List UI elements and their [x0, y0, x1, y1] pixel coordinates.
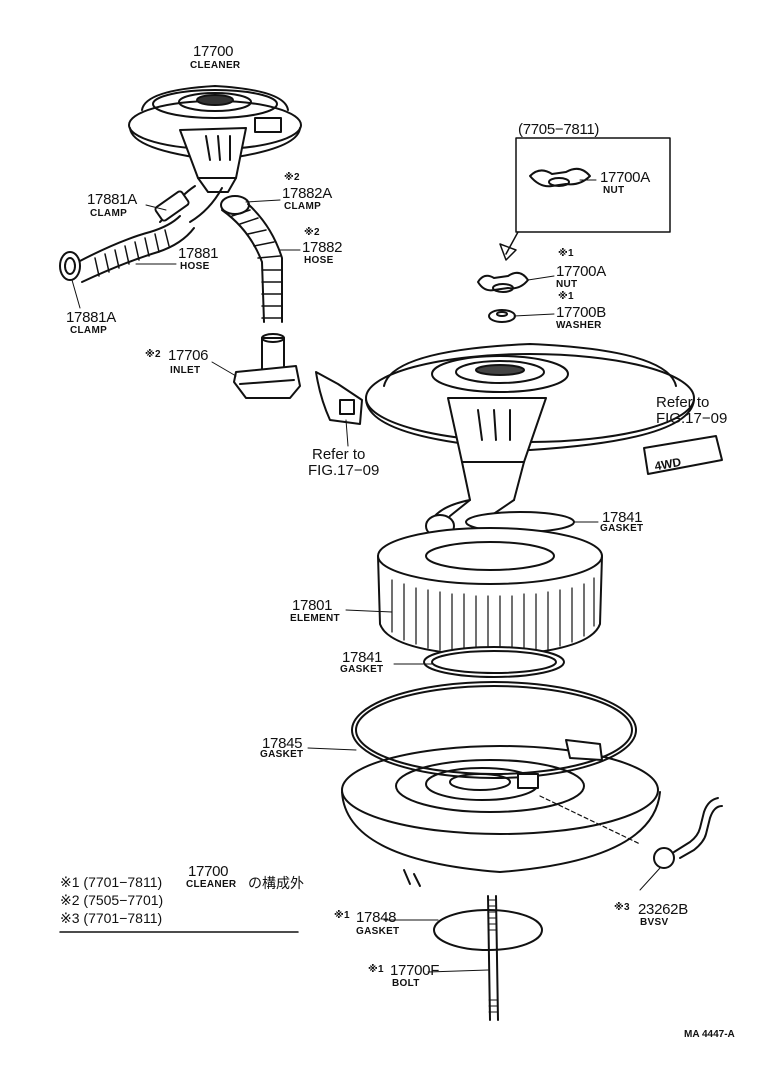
- label-17882A-number: 17882A: [282, 185, 332, 202]
- label-17706-mark: ※2: [145, 349, 161, 360]
- label-17801-name: ELEMENT: [290, 613, 340, 624]
- wing-nut-boxed: [529, 167, 591, 188]
- refer-right-line2: FIG.17−09: [656, 410, 728, 427]
- note-1-part-number: 17700: [188, 863, 229, 880]
- label-17882-number: 17882: [302, 239, 343, 256]
- gasket-17845: [351, 681, 637, 779]
- refer-left-line2: FIG.17−09: [308, 462, 380, 479]
- note-3-range: ※3 (7701−7811): [60, 910, 163, 926]
- label-17882-mark: ※2: [304, 227, 320, 238]
- refer-left-line1: Refer to: [312, 446, 366, 463]
- cleaner-case: [341, 739, 661, 887]
- label-17841-top-name: GASKET: [600, 523, 644, 534]
- label-17700A-mark: ※1: [558, 248, 574, 259]
- cleaner-cover-small: [128, 85, 302, 193]
- label-plate-right: [643, 435, 723, 475]
- label-17882A-mark: ※2: [284, 172, 300, 183]
- label-17845-name: GASKET: [260, 749, 304, 760]
- label-23262B-name: BVSV: [640, 917, 669, 928]
- refer-right-line1: Refer to: [656, 394, 710, 411]
- note-1-suffix: の構成外: [248, 875, 304, 891]
- label-17700F-number: 17700F: [390, 962, 440, 979]
- label-17700B-mark: ※1: [558, 291, 574, 302]
- range-box-label: (7705−7811): [518, 121, 600, 138]
- label-17841-bottom-name: GASKET: [340, 664, 384, 675]
- label-17841-top-number: 17841: [602, 509, 643, 526]
- label-17881-name: HOSE: [180, 261, 210, 272]
- label-17700A-name: NUT: [556, 279, 578, 290]
- label-17848-name: GASKET: [356, 926, 400, 937]
- bvsv-valve: [653, 797, 723, 869]
- label-plate-left: [315, 371, 363, 425]
- inlet-17706: [233, 333, 301, 399]
- label-17881-number: 17881: [178, 245, 219, 262]
- label-23262B-mark: ※3: [614, 902, 630, 913]
- label-23262B-number: 23262B: [638, 901, 688, 918]
- washer: [488, 309, 516, 323]
- label-17882A-name: CLAMP: [284, 201, 322, 212]
- label-17700B-name: WASHER: [556, 320, 602, 331]
- label-17700A-box-number: 17700A: [600, 169, 650, 186]
- note-1-part-name: CLEANER: [186, 879, 237, 890]
- bolt: [487, 895, 499, 1021]
- wing-nut: [477, 271, 529, 293]
- drawing-code: MA 4447-A: [684, 1029, 735, 1040]
- label-17881A-bottom-name: CLAMP: [70, 325, 108, 336]
- leader-lines: [59, 179, 661, 973]
- label-17700F-mark: ※1: [368, 964, 384, 975]
- label-17801-number: 17801: [292, 597, 333, 614]
- label-17700A-box-name: NUT: [603, 185, 625, 196]
- label-17700B-number: 17700B: [556, 304, 606, 321]
- label-17882-name: HOSE: [304, 255, 334, 266]
- label-17881A-top-name: CLAMP: [90, 208, 128, 219]
- label-17706-number: 17706: [168, 347, 209, 364]
- label-17845-number: 17845: [262, 735, 303, 752]
- label-17881A-top-number: 17881A: [87, 191, 137, 208]
- label-17881A-bottom-number: 17881A: [66, 309, 116, 326]
- label-17700A-number: 17700A: [556, 263, 606, 280]
- gasket-17841-bottom: [423, 646, 565, 678]
- label-17841-bottom-number: 17841: [342, 649, 383, 666]
- label-17848-number: 17848: [356, 909, 397, 926]
- pointer-arrow: [499, 231, 519, 261]
- range-box: [515, 137, 671, 233]
- filter-element: [377, 527, 603, 657]
- cleaner-cover-main: [365, 343, 695, 538]
- note-2-range: ※2 (7505−7701): [60, 892, 164, 908]
- hose-17881: [59, 185, 223, 283]
- label-17700-name: CLEANER: [190, 60, 241, 71]
- label-17706-name: INLET: [170, 365, 201, 376]
- note-1-range: ※1 (7701−7811): [60, 874, 163, 890]
- label-17700-number: 17700: [193, 43, 234, 60]
- label-17848-mark: ※1: [334, 910, 350, 921]
- label-17700F-name: BOLT: [392, 978, 420, 989]
- plate-text: 4WD: [654, 455, 683, 473]
- hose-17882: [220, 195, 283, 323]
